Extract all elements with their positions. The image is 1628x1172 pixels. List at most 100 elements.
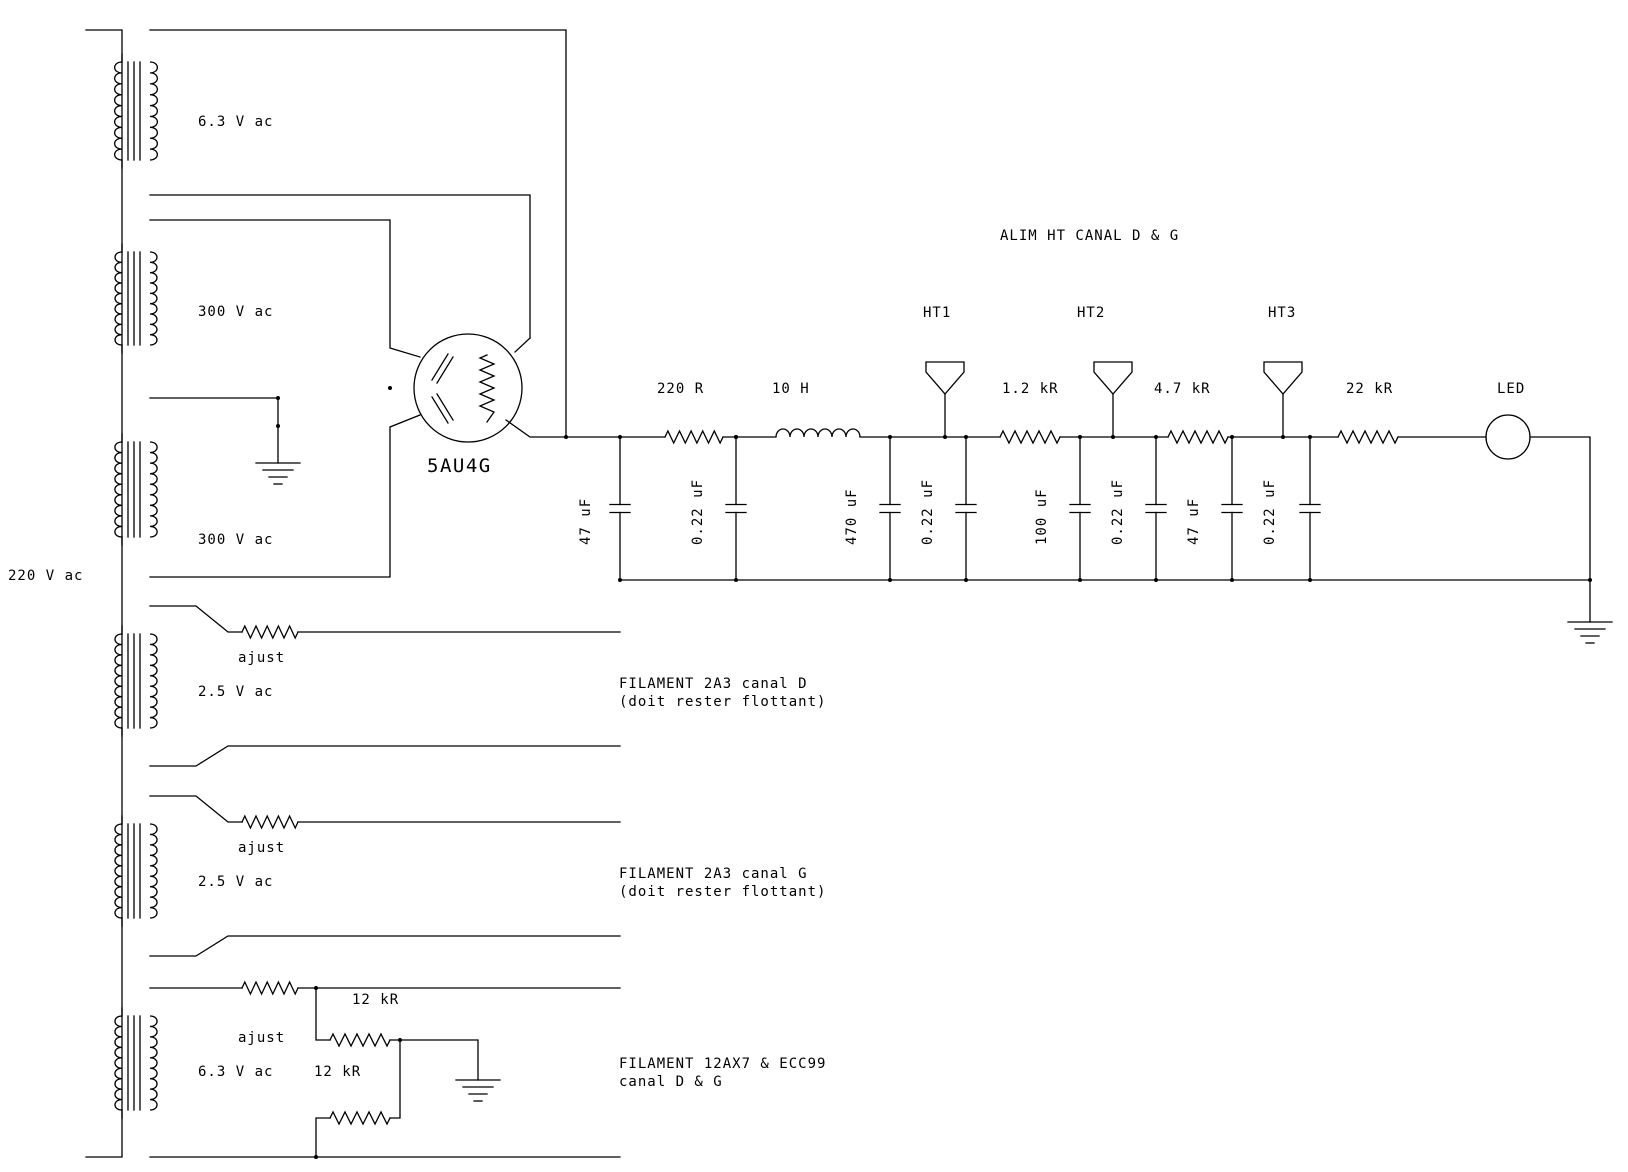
filament-note-small-line2: canal D & G [619, 1074, 723, 1090]
junction-dot [276, 424, 280, 428]
resistor-label-1k2: 1.2 kR [1002, 381, 1059, 397]
junction-dot [618, 578, 622, 582]
junction-dot [943, 435, 947, 439]
junction-dot [618, 435, 622, 439]
components [114, 53, 1613, 1159]
junction-dot [1588, 578, 1592, 582]
junction-dot [564, 435, 568, 439]
center-tap-wire [149, 397, 279, 464]
mains-bus [85, 29, 123, 1158]
capacitor-1 [609, 436, 631, 581]
primary-winding [114, 1015, 123, 1111]
secondary-label-fil-small: 6.3 V ac [198, 1064, 273, 1080]
plate-wire-upper [149, 219, 421, 358]
secondary-winding [149, 823, 158, 919]
resistor-label-220r: 220 R [657, 381, 704, 397]
fil-d-adjust-resistor [241, 624, 299, 640]
secondary-winding [149, 441, 158, 538]
hum-resistor-1 [329, 1032, 391, 1048]
heater-wire-top [149, 29, 567, 438]
transformer-ht-lower [121, 433, 141, 546]
junction-dot [1230, 578, 1234, 582]
secondary-label-heater: 6.3 V ac [198, 114, 273, 130]
tap-flag [1263, 361, 1303, 395]
tap-ht1 [925, 361, 965, 438]
secondary-winding [149, 61, 158, 161]
junction-dot [314, 986, 318, 990]
junction-dot [888, 435, 892, 439]
junction-dot [1308, 578, 1312, 582]
cap-label-5: 100 uF [1034, 488, 1050, 545]
tube-anode [436, 356, 454, 384]
hum-wire [315, 987, 331, 1041]
heater-wire-bottom [149, 194, 531, 339]
cap-label-7: 47 uF [1186, 498, 1202, 545]
secondary-winding [149, 251, 158, 346]
secondary-label-ht-lower: 300 V ac [198, 532, 273, 548]
filament-note-g-line2: (doit rester flottant) [619, 884, 826, 900]
tube-anode [431, 396, 449, 424]
junction-dot [1154, 435, 1158, 439]
junction-dot [964, 435, 968, 439]
capacitor-5 [1069, 436, 1091, 581]
transformer-fil-small [121, 1007, 141, 1119]
resistor-22k [1337, 429, 1399, 445]
junction-dot [388, 386, 392, 390]
tube-filament [478, 354, 496, 423]
cap-label-8: 0.22 uF [1262, 479, 1278, 545]
hum-resistor-2 [329, 1110, 391, 1126]
filament-lead [514, 337, 531, 353]
adjust-label-2: ajust [238, 840, 285, 856]
ground-return-bus [619, 579, 1591, 623]
junction-dot [1281, 435, 1285, 439]
cap-label-3: 470 uF [844, 488, 860, 545]
diagram-title: ALIM HT CANAL D & G [1000, 228, 1179, 244]
transformer-fil-d [121, 625, 141, 737]
junction-dot [398, 1038, 402, 1042]
secondary-label-ht-upper: 300 V ac [198, 304, 273, 320]
filament-note-g-line1: FILAMENT 2A3 canal G [619, 866, 808, 882]
ground-filament [455, 1079, 501, 1102]
tube-envelope [413, 333, 523, 443]
fil-d-bottom-wire [149, 745, 621, 767]
hum-resistor-label-1: 12 kR [352, 992, 399, 1008]
transformer-fil-g [121, 815, 141, 927]
led-label: LED [1497, 381, 1525, 397]
filament-note-d-line1: FILAMENT 2A3 canal D [619, 676, 808, 692]
cathode-wire [505, 419, 567, 438]
transformer-heater [121, 53, 141, 169]
junction-dot [964, 578, 968, 582]
cap-label-4: 0.22 uF [920, 479, 936, 545]
wires [85, 29, 1591, 1158]
junction-dot [1111, 435, 1115, 439]
cap-label-1: 47 uF [578, 498, 594, 545]
mains-label: 220 V ac [8, 568, 83, 584]
tap-flag [1093, 361, 1133, 395]
junction-dot [734, 435, 738, 439]
fil-small-adjust-resistor [241, 980, 299, 996]
primary-winding [114, 633, 123, 729]
tap-ht2 [1093, 361, 1133, 438]
transformer-ht-upper [121, 243, 141, 354]
primary-winding [114, 61, 123, 161]
capacitor-8 [1299, 436, 1321, 581]
cap-label-2: 0.22 uF [690, 479, 706, 545]
tap-label-ht3: HT3 [1268, 305, 1296, 321]
junction-dot [888, 578, 892, 582]
resistor-label-22k: 22 kR [1346, 381, 1393, 397]
secondary-label-fil-d: 2.5 V ac [198, 684, 273, 700]
junction-dot [734, 578, 738, 582]
fil-g-top-wire [149, 795, 243, 823]
capacitor-3 [879, 436, 901, 581]
capacitor-2 [725, 436, 747, 581]
cap-label-6: 0.22 uF [1110, 479, 1126, 545]
junction-dot [1078, 435, 1082, 439]
choke-label: 10 H [772, 381, 810, 397]
resistor-4k7 [1167, 429, 1229, 445]
resistor-1k2 [999, 429, 1061, 445]
led-return-wire [1529, 436, 1591, 581]
secondary-winding [149, 633, 158, 729]
ground-ht [1567, 621, 1613, 644]
choke-10h [775, 428, 861, 438]
